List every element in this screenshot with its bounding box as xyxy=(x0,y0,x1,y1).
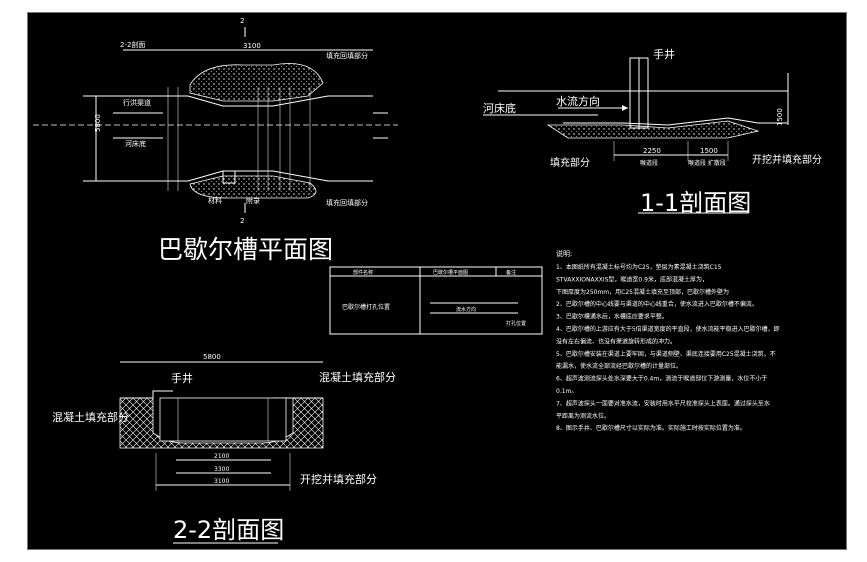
s1-fill-right-label: 开挖并填充部分 xyxy=(752,153,822,166)
s1-sub-label-2: 喉道段 扩散段 xyxy=(688,159,726,167)
table-note-1: 流水方向 xyxy=(456,306,476,313)
plan-label-fill-top: 填充回填部分 xyxy=(326,51,368,60)
note-line: 2、巴歇尔槽的中心线要与渠道的中心线重合，使水流进入巴歇尔槽不偏流。 xyxy=(556,300,758,308)
plan-marker-bottom: 2 xyxy=(240,217,244,225)
note-line: 能漏水，使水流全部流经巴歇尔槽的计量部位。 xyxy=(556,362,682,370)
s2-dim-3: 3100 xyxy=(214,478,229,485)
note-line: 6、超声波测流探头处水深要大于0.4m，测流于喉道部位下游测量，水位不小于 xyxy=(556,375,767,383)
plan-title: 巴歇尔槽平面图 xyxy=(158,235,333,264)
cad-drawing: 3100 2-2剖面 填充回填部分 2 行洪渠道 河床底 5800 xyxy=(33,17,822,544)
plan-dim-left: 5800 xyxy=(94,114,102,132)
table-header-1: 部件名称 xyxy=(353,269,373,276)
note-line: 8、图示手井、巴歇尔槽尺寸以实际为准。实际施工时按实际位置为准。 xyxy=(556,424,746,432)
s1-title: 1-1剖面图 xyxy=(640,189,751,217)
note-line: 7、超声波探头一面要对准水流，安装时用水平尺校准探头上表面。通过探头至水 xyxy=(556,399,770,407)
plan-fill-bottom xyxy=(189,175,317,199)
drawing-canvas: 3100 2-2剖面 填充回填部分 2 行洪渠道 河床底 5800 xyxy=(27,12,847,550)
s2-concrete-fill xyxy=(119,397,324,449)
note-line: 4、巴歇尔槽的上游应有大于5倍渠道宽度的平直段，使水流能平稳进入巴歇尔槽，即 xyxy=(556,325,780,333)
s1-dim-h: 1500 xyxy=(776,108,784,126)
s2-dim-1: 2100 xyxy=(214,453,229,460)
table-note-2: 打孔位置 xyxy=(506,320,526,327)
plan-dim-top: 3100 xyxy=(243,42,261,50)
s2-dim-2: 3300 xyxy=(214,466,229,473)
s1-dim-b: 1500 xyxy=(700,147,718,155)
note-line: STVAXXIONAXXIS型，喉道宽0.9米，底部混凝土厚为， xyxy=(556,275,708,283)
s2-fill-left-label: 混凝土填充部分 xyxy=(52,410,129,424)
plan-label-b1: 材料 xyxy=(208,196,222,205)
note-line: 1、本图纸所有混凝土标号均为C25，垫层为素混凝土浇筑C15 xyxy=(556,263,722,271)
note-line: 没有左右偏流、也没有渠道旋转形成的冲力。 xyxy=(556,337,676,345)
note-line: 3、巴歇尔槽通水后，水槽底应要求平整。 xyxy=(556,313,668,321)
note-line: 0.1m。 xyxy=(556,388,577,395)
s2-dim-top: 5800 xyxy=(203,353,221,361)
s1-fill-left-label: 填充部分 xyxy=(550,156,590,169)
notes-lines: 1、本图纸所有混凝土标号均为C25，垫层为素混凝土浇筑C15STVAXXIONA… xyxy=(556,263,780,432)
s2-fill-top-label: 混凝土填充部分 xyxy=(319,370,396,384)
plan-label-left-top: 2-2剖面 xyxy=(120,40,145,49)
plan-label-b2: 附录 xyxy=(246,196,260,205)
hole-position-table: 部件名称 巴歇尔槽平面图 备注 巴歇尔槽打孔位置 流水方向 打孔位置 xyxy=(329,266,543,335)
plan-label-river: 河床底 xyxy=(125,139,146,148)
note-line: 下图厚度为250mm，用C25混凝土填充至顶部，巴歇尔槽外壁为 xyxy=(556,288,729,296)
s2-well-label: 手井 xyxy=(171,371,193,385)
section-1-1: 手井 河床底 水流方向 1500 2250 1500 喉道段 喉道段 扩散段 填… xyxy=(483,47,822,217)
s2-fill-right-label: 开挖并填充部分 xyxy=(300,472,377,486)
section-2-2: 5800 手井 混凝土填充部分 混凝土填充部分 2100 3300 3100 开… xyxy=(52,353,396,544)
plan-fill-top xyxy=(189,63,324,102)
note-line: 平距离为测流水位。 xyxy=(556,412,610,420)
s1-flow-label: 水流方向 xyxy=(556,94,600,108)
plan-label-fill-bottom: 填充回填部分 xyxy=(326,198,368,207)
s1-dim-a: 2250 xyxy=(643,147,661,155)
s1-well-label: 手井 xyxy=(653,47,675,61)
s1-river-label: 河床底 xyxy=(483,101,516,115)
s1-flow-arrow xyxy=(622,105,628,111)
table-header-2: 巴歇尔槽平面图 xyxy=(433,269,468,276)
note-line: 5、巴歇尔槽安装在渠道上要牢固，与渠道侧壁、渠底连接要用C25混凝土浇筑，不 xyxy=(556,350,776,358)
table-row-label: 巴歇尔槽打孔位置 xyxy=(342,303,390,311)
notes-block: 说明: 1、本图纸所有混凝土标号均为C25，垫层为素混凝土浇筑C15STVAXX… xyxy=(556,249,780,432)
s1-fill xyxy=(546,120,760,139)
plan-marker-top: 2 xyxy=(240,17,244,25)
table-header-3: 备注 xyxy=(506,269,516,276)
plan-label-channel: 行洪渠道 xyxy=(123,98,151,107)
s2-title: 2-2剖面图 xyxy=(173,516,284,544)
plan-view: 3100 2-2剖面 填充回填部分 2 行洪渠道 河床底 5800 xyxy=(33,17,398,264)
notes-heading: 说明: xyxy=(556,249,572,258)
s1-sub-label-1: 喉道段 xyxy=(640,159,658,167)
plan-well-box xyxy=(222,170,236,184)
